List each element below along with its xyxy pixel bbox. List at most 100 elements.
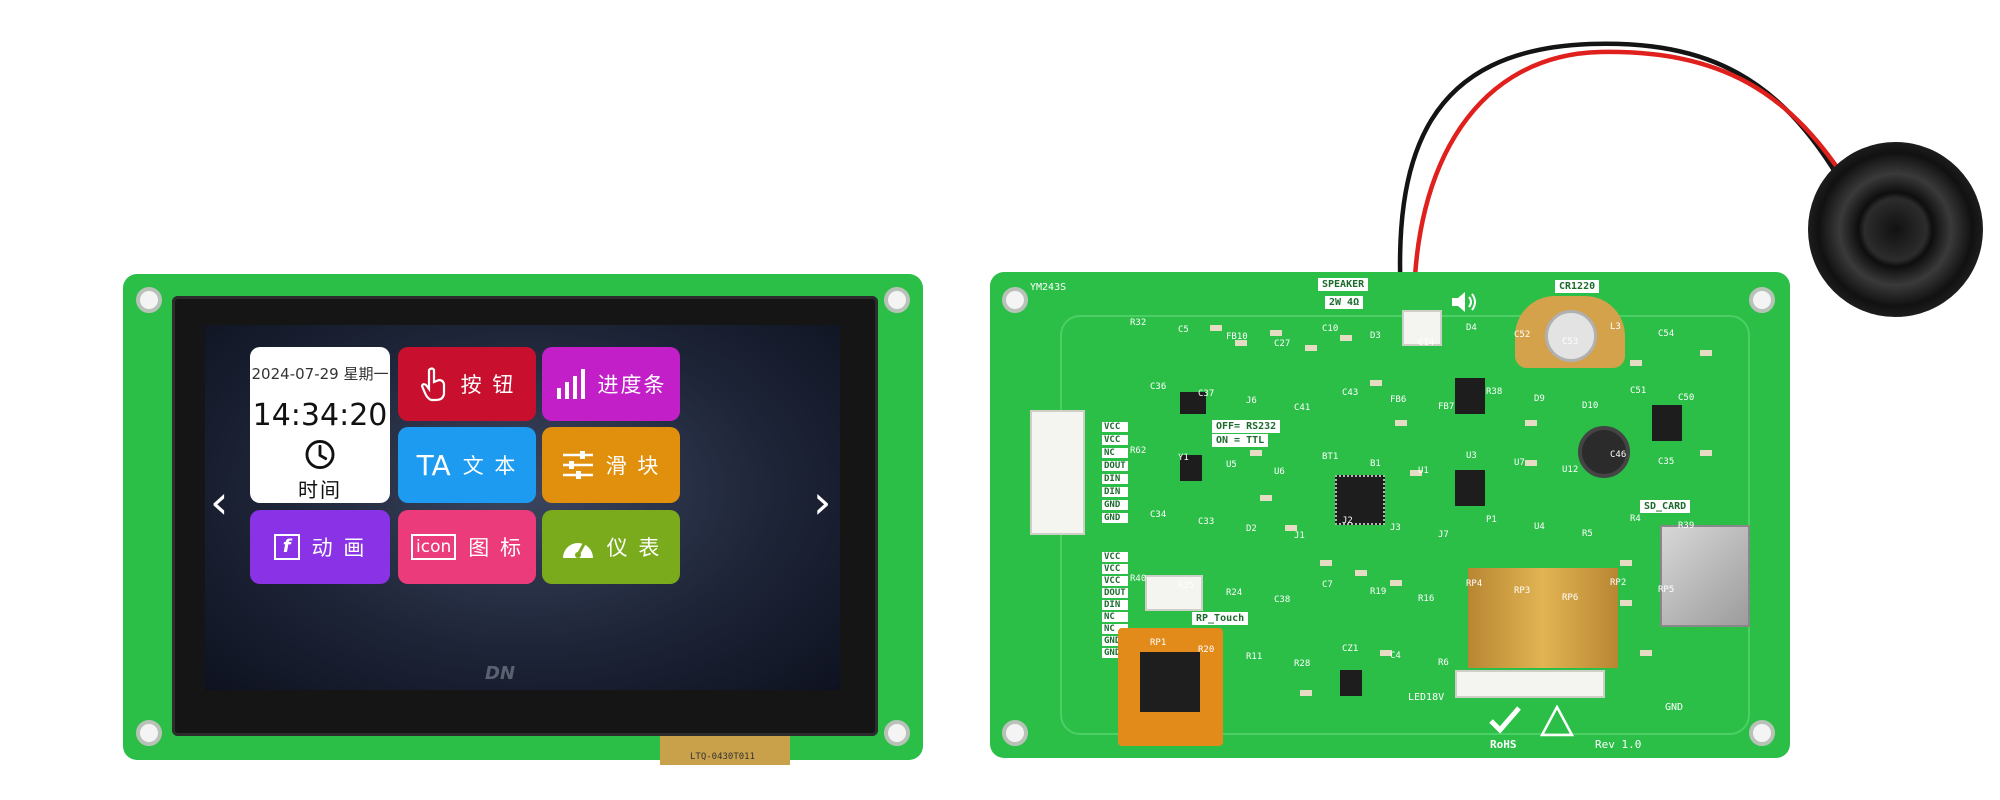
component-refdes: R24	[1226, 588, 1243, 598]
gauge-icon	[561, 532, 595, 562]
chip-u7	[1180, 455, 1202, 481]
component-refdes: C52	[1514, 330, 1531, 340]
smd-part	[1395, 420, 1407, 426]
uart-connector-j8	[1030, 410, 1085, 535]
speaker-label: SPEAKER	[1318, 278, 1369, 291]
smd-part	[1300, 690, 1312, 696]
smd-part	[1390, 580, 1402, 586]
smd-part	[1410, 470, 1422, 476]
component-refdes: U12	[1562, 465, 1579, 475]
smd-part	[1370, 380, 1382, 386]
nav-left-arrow-icon[interactable]: ‹	[210, 475, 229, 529]
smd-part	[1320, 560, 1332, 566]
text-tile[interactable]: TA 文 本	[398, 427, 536, 503]
battery-label: CR1220	[1555, 280, 1600, 293]
component-refdes: C53	[1562, 337, 1579, 347]
mcu-chip-u1	[1335, 475, 1385, 525]
smd-part	[1630, 360, 1642, 366]
component-refdes: L3	[1610, 322, 1621, 332]
component-refdes: R19	[1370, 587, 1387, 597]
component-refdes: R5	[1582, 529, 1593, 539]
text-tile-label: 文 本	[462, 454, 518, 478]
smd-part	[1640, 650, 1652, 656]
mount-hole	[884, 720, 910, 746]
component-refdes: U5	[1226, 460, 1237, 470]
smd-part	[1380, 650, 1392, 656]
component-refdes: B1	[1370, 459, 1381, 469]
progress-tile-label: 进度条	[597, 373, 667, 397]
slider-icon	[562, 450, 594, 480]
pointer-hand-icon	[419, 366, 449, 402]
smd-part	[1305, 345, 1317, 351]
pin-label: GND	[1102, 648, 1128, 658]
nav-right-arrow-icon[interactable]: ›	[813, 475, 832, 529]
mount-hole	[1002, 287, 1028, 313]
animation-tile-label: 动 画	[311, 536, 367, 560]
pin-label: DIN	[1102, 474, 1128, 484]
component-refdes: FB10	[1226, 332, 1248, 342]
fpc-label: LTQ-0430T011	[690, 752, 756, 762]
smd-part	[1250, 450, 1262, 456]
display-fpc-cable	[660, 735, 790, 765]
pin-label: DIN	[1102, 487, 1128, 497]
component-refdes: U6	[1274, 467, 1285, 477]
smd-part	[1355, 570, 1367, 576]
component-refdes: C46	[1610, 450, 1627, 460]
clock-label: 时间	[298, 478, 342, 502]
component-refdes: J2	[1342, 516, 1353, 526]
brand-mark: DN	[485, 663, 516, 684]
component-refdes: D3	[1370, 331, 1381, 341]
component-refdes: C35	[1658, 457, 1675, 467]
pin-label: VCC	[1102, 435, 1128, 445]
off-rs232-label: OFF= RS232	[1212, 420, 1281, 433]
component-refdes: C7	[1322, 580, 1333, 590]
smd-part	[1700, 350, 1712, 356]
smd-part	[1700, 450, 1712, 456]
smd-part	[1270, 330, 1282, 336]
progress-tile[interactable]: 进度条	[542, 347, 680, 421]
slider-tile[interactable]: 滑 块	[542, 427, 680, 503]
component-refdes: R20	[1198, 645, 1215, 655]
component-refdes: C33	[1198, 517, 1215, 527]
component-refdes: RP5	[1658, 585, 1675, 595]
progress-bars-icon	[556, 368, 586, 400]
button-tile[interactable]: 按 钮	[398, 347, 536, 421]
touch-connector-p1	[1145, 575, 1203, 611]
mount-hole	[1002, 720, 1028, 746]
component-refdes: R38	[1486, 387, 1503, 397]
component-refdes: R11	[1246, 652, 1263, 662]
icon-tile-label: 图 标	[468, 536, 523, 560]
smd-part	[1210, 325, 1222, 331]
component-refdes: RP6	[1562, 593, 1579, 603]
gauge-tile[interactable]: 仪 表	[542, 510, 680, 584]
smd-part	[1260, 495, 1272, 501]
clock-tile[interactable]: 2024-07-29 星期一 14:34:20 时间	[250, 347, 390, 503]
component-refdes: D4	[1466, 323, 1477, 333]
component-refdes: R16	[1418, 594, 1435, 604]
component-refdes: D9	[1534, 394, 1545, 404]
rohs-check-icon	[1489, 706, 1521, 734]
pin-label: NC	[1102, 448, 1128, 458]
component-refdes: U7	[1514, 458, 1525, 468]
component-refdes: FB6	[1390, 395, 1407, 405]
pin-label: NC	[1102, 624, 1128, 634]
component-refdes: RP2	[1610, 578, 1627, 588]
component-refdes: R28	[1294, 659, 1311, 669]
component-refdes: RP3	[1514, 586, 1531, 596]
component-refdes: D10	[1582, 401, 1599, 411]
animation-tile[interactable]: f 动 画	[250, 510, 390, 584]
component-refdes: C5	[1178, 325, 1189, 335]
component-refdes: U3	[1466, 451, 1477, 461]
component-refdes: J6	[1246, 396, 1257, 406]
board-model: YM243S	[1030, 282, 1067, 293]
component-refdes: R39	[1678, 521, 1695, 531]
mount-hole	[884, 287, 910, 313]
touch-controller-chip	[1140, 652, 1200, 712]
component-refdes: R40	[1130, 574, 1147, 584]
icon-tile[interactable]: icon 图 标	[398, 510, 536, 584]
component-refdes: C34	[1150, 510, 1167, 520]
speaker	[1808, 142, 1983, 317]
lcd-flex-cable	[1468, 568, 1618, 668]
component-refdes: C38	[1274, 595, 1291, 605]
component-refdes: C4	[1390, 651, 1401, 661]
